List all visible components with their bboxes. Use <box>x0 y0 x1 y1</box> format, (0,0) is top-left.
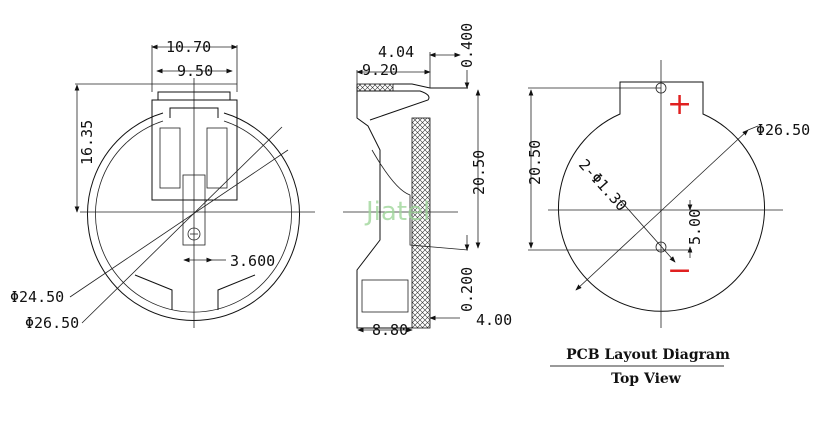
dim-height: 16.35 <box>78 120 96 165</box>
minus-sign: − <box>667 253 692 288</box>
dim-height: 20.50 <box>526 140 544 185</box>
dim-width-inner: 9.50 <box>177 62 213 80</box>
dim-top-gap: 0.400 <box>458 23 476 68</box>
watermark: Jiatel <box>364 197 430 227</box>
pcb-layout-view: + − 20.50 Φ26.50 2-Φ1.30 5.00 PCB Layout… <box>526 60 810 387</box>
dim-height: 20.50 <box>470 150 488 195</box>
dim-bottom-offset: 4.00 <box>476 311 512 329</box>
pcb-title: PCB Layout Diagram <box>566 347 730 363</box>
dim-hole-offset: 5.00 <box>686 209 704 245</box>
dim-dia-outer: Φ26.50 <box>25 314 79 332</box>
dim-bottom-gap: 0.200 <box>458 267 476 312</box>
front-view: 10.70 9.50 16.35 3.600 Φ24.50 Φ26.50 <box>10 38 315 332</box>
pcb-outline <box>558 81 765 312</box>
dim-top-width: 9.20 <box>362 61 398 79</box>
plus-sign: + <box>667 87 692 122</box>
inner-ring <box>95 120 292 313</box>
dim-width-outer: 10.70 <box>166 38 211 56</box>
outer-ring <box>87 112 300 321</box>
dim-holes: 2-Φ1.30 <box>575 156 631 215</box>
dim-dia-inner: Φ24.50 <box>10 288 64 306</box>
pcb-subtitle: Top View <box>611 371 682 387</box>
dim-offset: 3.600 <box>230 252 275 270</box>
dim-top-offset: 4.04 <box>378 43 414 61</box>
dim-diameter: Φ26.50 <box>756 121 810 139</box>
dim-bottom-width: 8.80 <box>372 321 408 339</box>
side-view: Jiatel 4.04 9.20 0.400 20.50 0.200 4.00 … <box>343 23 512 339</box>
